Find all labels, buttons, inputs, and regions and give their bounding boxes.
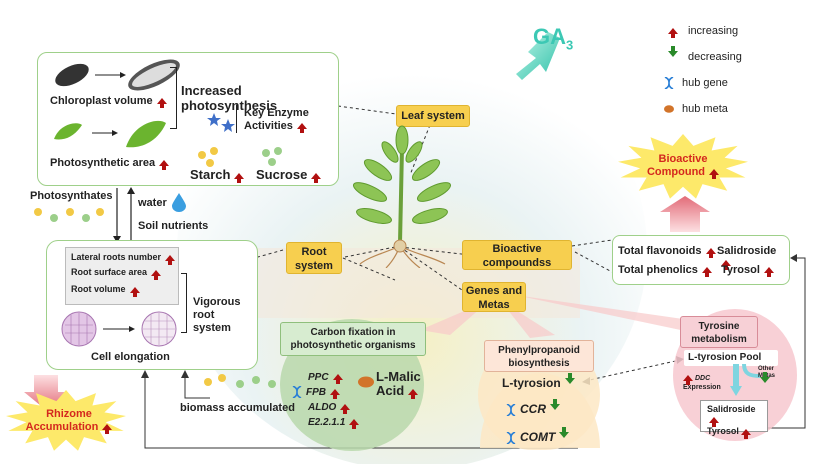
l-malic-acid: L-Malic Acid [376,369,421,399]
right-return-line [760,257,806,429]
dna-icon [664,77,674,90]
gene-aldo: ALDO [308,400,359,415]
l-tyrosion-pool: L-tyrosion Pool [688,352,762,363]
lateral-roots-number: Lateral roots number [71,252,176,265]
carbon-genes: PPC FPB ALDO E2.2.1.1 [292,370,360,430]
total-flavonoids: Total flavonoids [618,245,716,259]
starch-dots-icon [198,147,218,167]
ray-3 [515,295,690,332]
rhizome-down-arrow [24,375,68,410]
soil-nutrients-label: Soil nutrients [138,220,209,232]
rhizome-accumulation: Rhizome Accumulation [24,408,114,435]
legend-decreasing: decreasing [664,44,742,70]
gene-ppc: PPC [308,370,359,385]
legend-hub-gene: hub gene [664,70,742,96]
leaf-icons [54,120,166,148]
ddc-expression: DDC Expression [683,375,721,391]
photosynthetic-area: Photosynthetic area [50,157,170,171]
chloroplast-small-icon [55,63,89,87]
tyr-tyrosol: Tyrosol [707,426,767,439]
biomass-accumulated: biomass accumulated [180,402,295,414]
meta-blob-icon [664,105,674,113]
root-surface-area: Root surface area [71,267,162,280]
ga3-title: GA3 [533,24,574,53]
photosynthates-label: Photosynthates [30,190,113,202]
key-enzyme-activities: Key Enzyme Activities [244,107,309,134]
bioactive-up-arrow [660,196,710,232]
pool-outflow-arrows [730,364,761,396]
chloroplast-volume: Chloroplast volume [50,95,167,109]
return-line [144,375,578,449]
legend: increasing decreasing hub gene hub meta [664,18,742,122]
water-label: water [138,197,167,209]
leaf-connector [337,105,397,115]
dna-icon [292,386,302,399]
vigorous-root-system: Vigorous root system [193,296,241,334]
dna-icon [506,431,516,444]
tyrosine-title: Tyrosine metabolism [680,316,758,348]
salidroside-tyrosol-box: Salidroside Tyrosol [700,400,768,439]
plant-illustration [352,125,452,268]
decrease-icon [668,46,678,58]
leaf-system-label: Leaf system [396,105,470,127]
root-volume: Root volume [71,284,140,297]
gene-fpb: FPB [292,385,359,400]
genes-and-metas-label: Genes and Metas [462,282,526,312]
photosynthates-dots [34,208,104,222]
ga-arrow [516,32,560,80]
bioactive-compounds-label: Bioactive compoundss [462,240,572,270]
malic-acid-meta-icon [358,376,374,388]
legend-increasing: increasing [664,18,742,44]
root-system-label: Root system [286,242,342,274]
cell-elongation: Cell elongation [91,351,170,363]
salidroside: Salidroside [717,245,789,271]
l-tyrosion: L-tyrosion [502,372,575,390]
other-metas: Other Metas [758,366,784,388]
gene-ccr: CCR [506,398,560,416]
water-drop-icon [172,193,186,212]
total-phenolics: Total phenolics [618,264,712,278]
root-panel: Lateral roots number Root surface area R… [46,240,258,370]
leaf-small-icon [54,123,82,140]
carbon-fixation-title: Carbon fixation in photosynthetic organi… [280,322,426,356]
compounds-panel: Total flavonoids Salidroside Total pheno… [612,235,790,285]
enzyme-icon [207,113,235,132]
gene-comt: COMT [506,426,570,444]
legend-hub-meta: hub meta [664,96,742,122]
increased-photosynthesis: Increased photosynthesis [181,83,278,113]
phenylpropanoid-title: Phenylpropanoid biosynthesis [484,340,594,372]
cell-images [61,311,177,347]
gene-e22: E2.2.1.1 [308,415,360,430]
chloroplast-icons [55,59,180,91]
pool-box [684,350,778,366]
bioactive-compound: Bioactive Compound [640,153,726,180]
tyr-salidroside: Salidroside [707,404,767,427]
tyrosol: Tyrosol [721,264,774,278]
biomass-dots [204,374,276,388]
leaf-panel: Chloroplast volume Increased photosynthe… [37,52,339,186]
increase-icon [668,28,678,39]
dna-icon [506,403,516,416]
starch-label: Starch [190,167,245,183]
root-metrics-box [65,247,179,305]
sucrose-dots-icon [262,147,282,166]
tyrosion-link [584,359,681,382]
sucrose-label: Sucrose [256,167,322,183]
leaf-large-icon [126,120,166,148]
